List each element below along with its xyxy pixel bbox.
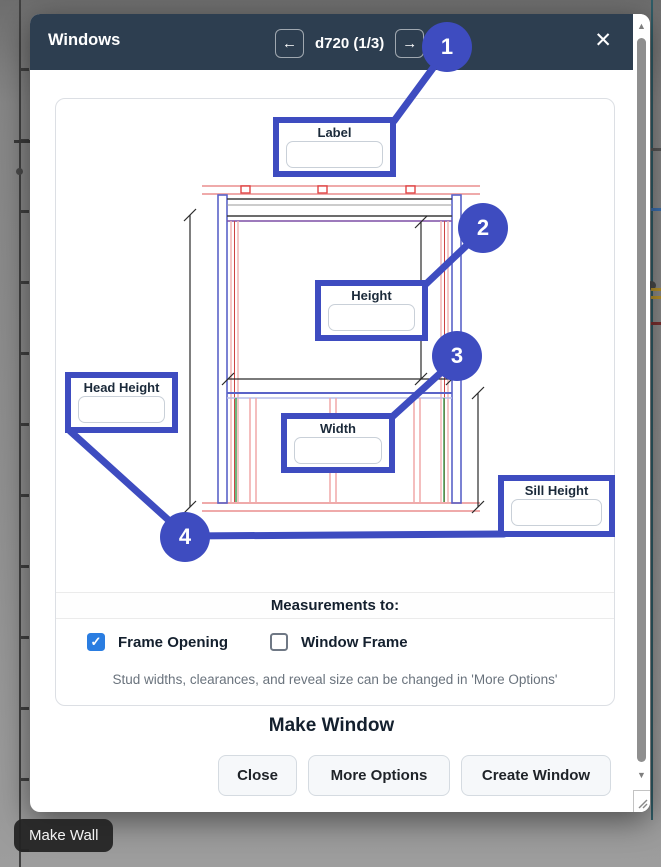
height-field-group: Height: [315, 280, 428, 341]
background-yellow-line-1: [651, 288, 661, 291]
frame-opening-label: Frame Opening: [118, 633, 229, 651]
measurements-heading: Measurements to:: [56, 592, 614, 619]
callout-4-badge: 4: [160, 512, 210, 562]
arrow-right-icon: →: [402, 35, 418, 52]
dialog-actions: Close More Options Create Window: [218, 755, 611, 796]
background-blue-line: [651, 208, 661, 211]
more-options-button[interactable]: More Options: [308, 755, 450, 796]
callout-1-badge: 1: [422, 22, 472, 72]
close-icon[interactable]: ✕: [594, 29, 612, 52]
width-input[interactable]: [294, 437, 382, 464]
frame-opening-option: ✓ Frame Opening: [87, 633, 228, 651]
make-window-title: Make Window: [268, 715, 395, 736]
label-field-title: Label: [317, 125, 352, 140]
head-height-field-title: Head Height: [83, 380, 160, 395]
scroll-up-icon[interactable]: ▲: [637, 21, 646, 31]
height-input[interactable]: [328, 304, 415, 331]
scroll-down-icon[interactable]: ▼: [637, 770, 646, 780]
callout-3-badge: 3: [432, 331, 482, 381]
resize-handle[interactable]: [633, 790, 650, 812]
window-frame-option: Window Frame: [270, 633, 408, 651]
width-field-title: Width: [320, 421, 356, 436]
wall-pager-label: d720 (1/3): [315, 35, 385, 52]
head-height-input[interactable]: [78, 396, 165, 423]
sill-height-field-title: Sill Height: [524, 483, 589, 498]
width-field-group: Width: [281, 413, 395, 473]
close-button[interactable]: Close: [218, 755, 297, 796]
measurement-options: ✓ Frame Opening Window Frame: [87, 633, 408, 651]
background-ruler-ticks: [20, 0, 29, 867]
background-node-dot: [647, 281, 656, 290]
callout-2-badge: 2: [458, 203, 508, 253]
next-wall-button[interactable]: →: [395, 29, 425, 58]
background-ruler-dot: [16, 168, 23, 175]
sill-height-input[interactable]: [511, 499, 602, 526]
create-window-button[interactable]: Create Window: [461, 755, 611, 796]
resize-grip-icon: [638, 799, 648, 809]
window-frame-checkbox[interactable]: [270, 633, 289, 651]
background-yellow-line-2: [651, 296, 661, 299]
label-input[interactable]: [286, 141, 383, 168]
head-height-field-group: Head Height: [65, 372, 178, 433]
wall-pager-nav: ← d720 (1/3) →: [275, 29, 425, 58]
label-field-group: Label: [273, 117, 396, 177]
window-frame-label: Window Frame: [301, 633, 408, 651]
sill-height-field-group: Sill Height: [498, 475, 615, 537]
background-ruler-major-tick: [14, 140, 30, 143]
background-wall-layers: [647, 0, 661, 867]
windows-dialog: Windows ← d720 (1/3) → ✕ ▲ ▼: [30, 14, 650, 812]
dialog-title: Windows: [48, 31, 121, 49]
height-field-title: Height: [351, 288, 392, 303]
stud-options-note: Stud widths, clearances, and reveal size…: [112, 672, 558, 687]
scrollbar-thumb[interactable]: [637, 38, 646, 762]
background-gray-line: [651, 148, 661, 151]
background-wall-edge-line: [651, 0, 653, 820]
make-wall-button[interactable]: Make Wall: [14, 819, 114, 852]
background-red-line: [651, 322, 661, 325]
dialog-header: Windows ← d720 (1/3) → ✕: [30, 14, 633, 70]
frame-opening-checkbox[interactable]: ✓: [87, 633, 105, 651]
dialog-scrollbar[interactable]: ▲ ▼: [633, 14, 650, 812]
arrow-left-icon: ←: [282, 35, 297, 52]
prev-wall-button[interactable]: ←: [275, 29, 304, 58]
